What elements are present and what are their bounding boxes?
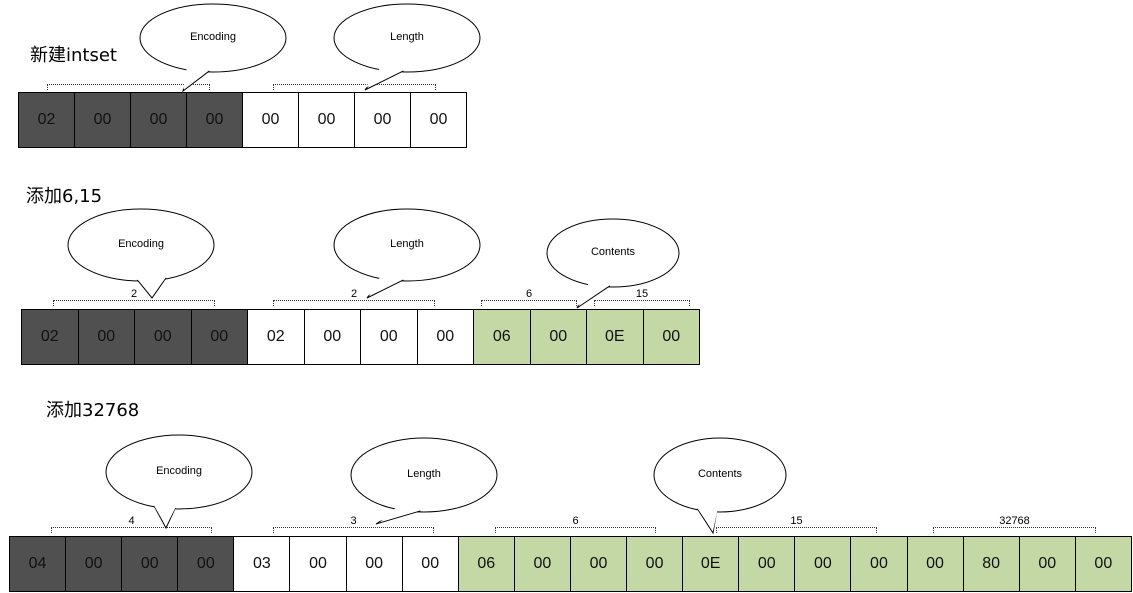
- byte-cell: 00: [626, 536, 684, 592]
- byte-cell: 00: [1018, 536, 1076, 592]
- content-15-bracket: [716, 527, 877, 533]
- byte-cell: 00: [513, 536, 571, 592]
- section-2-title: 添加6,15: [26, 186, 103, 207]
- byte-cell: 80: [962, 536, 1020, 592]
- length-bracket: [273, 84, 436, 90]
- length-callout-text: Length: [390, 31, 424, 43]
- byte-cell: 00: [401, 536, 459, 592]
- length-callout: [350, 437, 498, 525]
- content-6-bracket: [481, 300, 577, 306]
- byte-cell: 00: [186, 92, 243, 148]
- length-bracket: [273, 527, 434, 533]
- byte-cell: 0E: [682, 536, 740, 592]
- length-callout: [333, 3, 481, 91]
- byte-cell: 00: [298, 92, 355, 148]
- byte-cell: 00: [190, 309, 248, 365]
- encoding-callout-text: Encoding: [118, 238, 164, 250]
- byte-cell: 00: [77, 309, 135, 365]
- content-32768-bracket: [933, 527, 1096, 533]
- byte-cell: 00: [410, 92, 467, 148]
- byte-cell: 00: [569, 536, 628, 592]
- length-bracket: [273, 300, 435, 306]
- length-callout-body: [333, 208, 481, 282]
- byte-cell: 02: [21, 309, 79, 365]
- byte-cell: 02: [18, 92, 75, 148]
- content-15-bracket-label: 15: [790, 515, 803, 527]
- byte-cell: 00: [65, 536, 123, 592]
- encoding-bracket: [47, 84, 210, 90]
- byte-cell: 00: [242, 92, 299, 148]
- encoding-callout: [105, 434, 253, 530]
- byte-cell: 00: [906, 536, 964, 592]
- content-15-bracket: [594, 300, 690, 306]
- byte-cell: 00: [354, 92, 411, 148]
- byte-cell: 06: [457, 536, 515, 592]
- section-1-title: 新建intset: [30, 45, 117, 66]
- encoding-callout: [139, 3, 287, 93]
- byte-cell: 00: [738, 536, 796, 592]
- length-callout-text: Length: [390, 238, 424, 250]
- byte-cell: 00: [794, 536, 852, 592]
- encoding-bracket: [51, 527, 212, 533]
- byte-cell: 00: [121, 536, 179, 592]
- length-callout-body: [333, 3, 481, 73]
- encoding-callout-body: [105, 434, 253, 510]
- byte-cell: 00: [642, 309, 700, 365]
- section-3-title: 添加32768: [46, 400, 140, 421]
- encoding-callout-text: Encoding: [190, 31, 236, 43]
- byte-cell: 06: [473, 309, 531, 365]
- byte-cell: 00: [360, 309, 418, 365]
- contents-callout-body: [546, 218, 680, 288]
- encoding-bracket-label: 2: [130, 288, 138, 300]
- length-callout-text: Length: [407, 468, 441, 480]
- byte-cell: 00: [529, 309, 587, 365]
- byte-cell: 0E: [586, 309, 644, 365]
- encoding-bracket-label: 4: [128, 515, 135, 527]
- encoding-callout: [67, 208, 215, 299]
- byte-cell: 00: [850, 536, 908, 592]
- encoding-callout-text: Encoding: [156, 465, 202, 477]
- byte-cell: 00: [134, 309, 192, 365]
- encoding-bracket: [53, 300, 215, 306]
- content-15-bracket-label: 15: [635, 288, 649, 300]
- length-bracket-label: 2: [350, 288, 358, 300]
- byte-cell: 03: [233, 536, 291, 592]
- contents-callout: [546, 218, 680, 309]
- byte-cell: 00: [345, 536, 403, 592]
- contents-callout-body: [653, 437, 787, 513]
- contents-callout-text: Contents: [697, 468, 743, 480]
- content-32768-bracket-label: 32768: [999, 515, 1030, 527]
- byte-cell: 00: [289, 536, 347, 592]
- content-6-bracket-label: 6: [525, 288, 533, 300]
- byte-cell: 00: [130, 92, 187, 148]
- byte-cell: 00: [74, 92, 131, 148]
- contents-callout-text: Contents: [590, 246, 636, 258]
- contents-callout: [653, 437, 787, 535]
- byte-cell: 04: [9, 536, 67, 592]
- content-6-bracket: [495, 527, 656, 533]
- length-bracket-label: 3: [350, 515, 357, 527]
- length-callout-body: [350, 437, 498, 513]
- byte-cell: 00: [303, 309, 361, 365]
- content-6-bracket-label: 6: [572, 515, 579, 527]
- encoding-callout-body: [139, 3, 287, 73]
- byte-cell: 00: [1074, 536, 1132, 592]
- byte-cell: 00: [177, 536, 235, 592]
- byte-cell: 02: [247, 309, 305, 365]
- length-callout: [333, 208, 481, 299]
- byte-cell: 00: [416, 309, 474, 365]
